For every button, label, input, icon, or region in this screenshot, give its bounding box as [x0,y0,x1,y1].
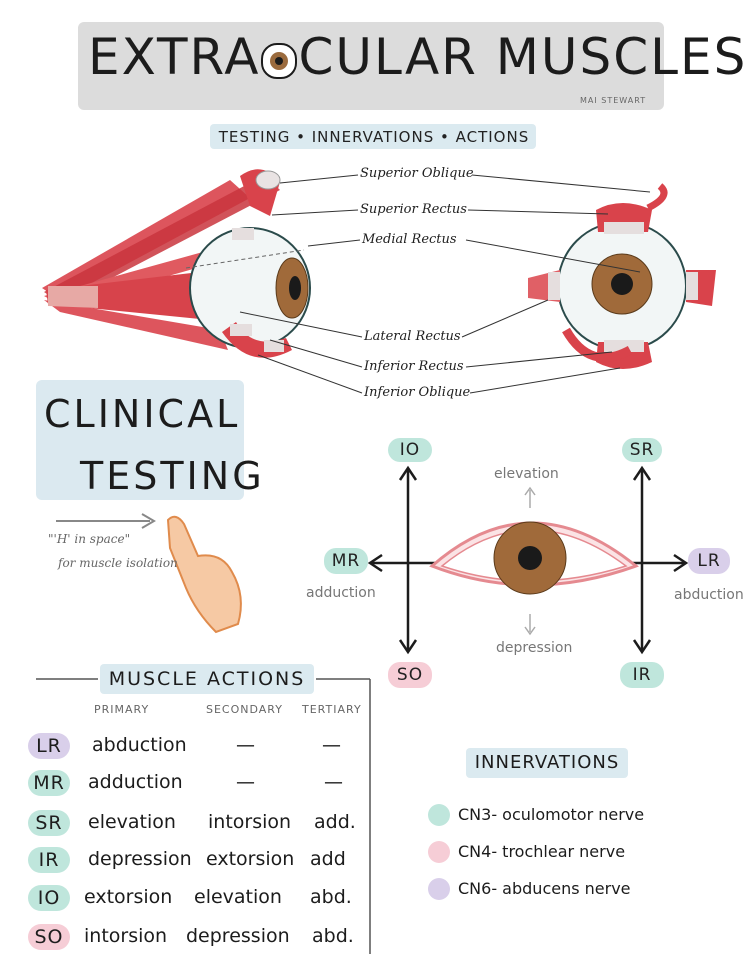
cell-tertiary: abd. [310,886,352,908]
label-lateral-rectus: Lateral Rectus [364,329,461,344]
cell-primary: abduction [92,734,187,756]
badge-lr: LR [688,548,730,574]
elevation-label: elevation [494,466,559,482]
cell-secondary: depression [186,925,290,947]
row-badge-mr: MR [28,770,70,796]
author-name: MAI STEWART [580,96,647,105]
label-superior-rectus: Superior Rectus [360,202,467,217]
cell-secondary: — [236,734,255,756]
clinical-title-line2: TESTING [80,454,265,498]
column-primary: PRIMARY [94,703,150,716]
title-part-1: EXTRA [88,28,261,86]
muscle-actions-title: MUSCLE ACTIONS [108,668,306,690]
cell-secondary: extorsion [206,848,295,870]
innervation-cn3: CN3- oculomotor nerve [458,805,645,824]
cn6-dot [428,878,450,900]
cell-secondary: intorsion [208,811,292,833]
h-in-space-note: "'H' in space" [48,532,131,546]
label-inferior-rectus: Inferior Rectus [364,359,464,374]
cell-secondary: elevation [194,886,282,908]
side-view-eye [42,169,311,358]
abduction-label: abduction [674,587,744,603]
cell-primary: adduction [88,771,183,793]
row-badge-io: IO [28,885,70,911]
cell-tertiary: add. [314,811,356,833]
cn4-dot [428,841,450,863]
label-superior-oblique: Superior Oblique [360,166,474,181]
page-title: EXTRA CULAR MUSCLES [88,28,747,86]
label-inferior-oblique: Inferior Oblique [364,385,471,400]
clinical-title-line1: CLINICAL [44,392,241,436]
muscle-isolation-note: for muscle isolation [58,556,178,570]
cell-primary: elevation [88,811,176,833]
eye-o-icon [261,42,298,79]
title-banner [78,22,664,110]
cell-secondary: — [236,771,255,793]
badge-so: SO [388,662,432,688]
label-medial-rectus: Medial Rectus [362,232,457,247]
badge-io: IO [388,438,432,462]
badge-mr: MR [324,548,368,574]
cell-primary: depression [88,848,192,870]
cell-tertiary: — [322,734,341,756]
innervations-title: INNERVATIONS [474,752,620,773]
gaze-eye [429,521,640,595]
subtitle: TESTING • INNERVATIONS • ACTIONS [218,128,530,146]
cell-primary: extorsion [84,886,173,908]
column-secondary: SECONDARY [206,703,283,716]
innervations-highlight [466,748,628,778]
depression-label: depression [496,640,573,656]
cell-tertiary: add [310,848,346,870]
muscle-actions-frame [36,678,371,954]
badge-sr: SR [622,438,662,462]
muscle-actions-highlight [100,664,314,694]
subtitle-highlight [210,124,536,149]
cell-primary: intorsion [84,925,168,947]
title-part-2: CULAR MUSCLES [298,28,748,86]
front-view-eye [528,183,716,369]
small-arrows [524,486,536,636]
cell-tertiary: abd. [312,925,354,947]
cell-tertiary: — [324,771,343,793]
leader-lines [239,174,651,394]
row-badge-lr: LR [28,733,70,759]
pointing-hand-icon [166,515,242,634]
row-badge-sr: SR [28,810,70,836]
innervation-cn6: CN6- abducens nerve [458,879,631,898]
h-in-space-arrow [56,513,156,529]
adduction-label: adduction [306,585,376,601]
column-tertiary: TERTIARY [302,703,362,716]
clinical-testing-highlight [36,380,244,500]
innervation-cn4: CN4- trochlear nerve [458,842,626,861]
cn3-dot [428,804,450,826]
badge-ir: IR [620,662,664,688]
row-badge-ir: IR [28,847,70,873]
row-badge-so: SO [28,924,70,950]
